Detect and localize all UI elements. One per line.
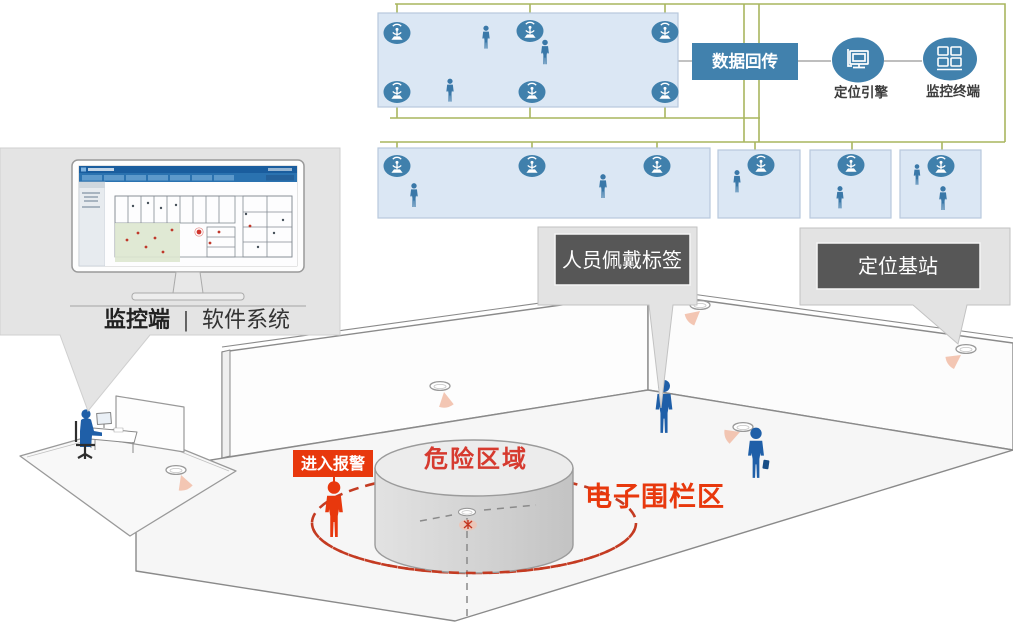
ceiling-disc-icon — [457, 507, 477, 517]
danger-cylinder: 危险区域 — [374, 439, 574, 620]
monitoring-terminal: 监控终端 — [923, 37, 980, 99]
monitoring-room — [19, 395, 237, 537]
personnel-tag-label: 人员佩戴标签 — [562, 249, 682, 272]
monitor-wall-icon — [937, 46, 962, 71]
plan-person-dots-red — [125, 224, 252, 254]
floor-plan — [114, 195, 293, 258]
personnel-tag-callout: 人员佩戴标签 — [537, 226, 698, 409]
hidden-lines — [419, 504, 537, 620]
fence-area-label: 电子围栏区 — [585, 482, 725, 512]
office-chair — [74, 421, 95, 459]
ceiling-disc-icon — [732, 421, 754, 433]
data-return-label: 数据回传 — [712, 51, 779, 71]
desk-monitor — [96, 412, 112, 425]
plan-alert-dot — [196, 229, 202, 235]
monitor-callout: 监控端 | 软件系统 — [0, 147, 341, 412]
software-ui — [78, 166, 297, 267]
ceiling-disc-icon — [165, 464, 187, 476]
plan-green-zone — [115, 223, 180, 262]
coverage-panel-row2 — [377, 147, 982, 219]
base-station-icon — [746, 153, 776, 177]
base-station-icon — [926, 154, 956, 178]
base-station-icon — [650, 80, 680, 104]
back-right-wall — [647, 292, 1013, 451]
base-station-icon — [836, 153, 866, 177]
site-scene: 危险区域 电子围栏区 进入报警 — [19, 287, 1013, 622]
computer-icon — [847, 49, 869, 69]
fence-ellipse-front — [310, 522, 638, 575]
plan-person-dots-dark — [131, 201, 285, 249]
entry-alarm-box — [293, 450, 373, 477]
positioning-engine: 定位引擎 — [832, 37, 888, 100]
coverage-panel-row1 — [377, 12, 680, 108]
seated-operator — [74, 409, 102, 459]
briefcase — [762, 459, 770, 470]
base-station-icon — [517, 154, 547, 178]
ceiling-disc-icon — [955, 343, 977, 355]
danger-zone-label: 危险区域 — [424, 445, 528, 473]
worker-walking — [748, 427, 770, 478]
positioning-engine-label: 定位引擎 — [834, 84, 888, 100]
entry-alarm-label: 进入报警 — [301, 454, 365, 473]
monitor-callout-title: 监控端 | 软件系统 — [104, 307, 290, 332]
base-station-icon — [382, 80, 412, 104]
base-station-label: 定位基站 — [858, 255, 938, 278]
monitor-stand — [172, 271, 204, 294]
monitor-title-bold: 监控端 — [104, 307, 170, 332]
monitoring-terminal-label: 监控终端 — [926, 83, 980, 99]
base-station-icon — [517, 80, 547, 104]
main-floor — [135, 389, 1013, 622]
wall-end-edge — [221, 349, 231, 459]
worker-alarm: 进入报警 — [293, 450, 373, 537]
monitor-title-separator: | — [183, 307, 189, 332]
data-return-box: 数据回传 — [692, 43, 798, 80]
base-station-icon — [382, 21, 412, 45]
base-station-icon — [515, 19, 545, 43]
base-station-icon — [642, 154, 672, 178]
monitor-title-rest: 软件系统 — [202, 307, 290, 332]
alarm-marker — [463, 520, 473, 529]
base-station-icon — [650, 20, 680, 44]
base-station-icon — [382, 154, 412, 178]
monitor — [70, 159, 306, 307]
base-station-callout: 定位基站 — [799, 227, 1011, 345]
ceiling-disc-icon — [429, 380, 451, 392]
